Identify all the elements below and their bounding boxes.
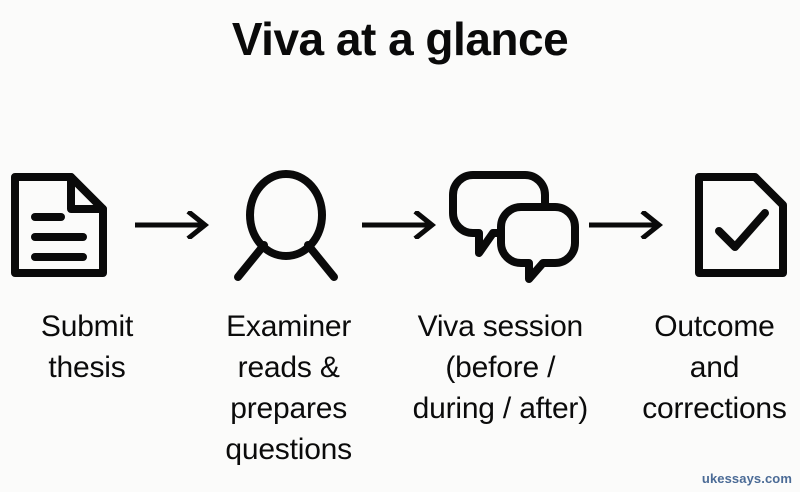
arrow-connector-3 bbox=[584, 205, 670, 245]
arrow-connector-1 bbox=[130, 205, 216, 245]
step-icon-outcome bbox=[682, 165, 800, 285]
magnifier-icon bbox=[230, 167, 342, 283]
step-icon-examiner-reads bbox=[227, 165, 345, 285]
step-icon-viva-session bbox=[448, 165, 579, 285]
arrow-right-icon bbox=[134, 211, 211, 239]
step-label-viva-session: Viva session (before / during / after) bbox=[412, 310, 589, 425]
page-title: Viva at a glance bbox=[231, 13, 569, 65]
document-lines-icon bbox=[9, 167, 109, 283]
step-label-outcome: Outcome and corrections bbox=[642, 310, 787, 425]
watermark: ukessays.com bbox=[701, 471, 792, 486]
process-flow bbox=[0, 160, 800, 290]
arrow-connector-2 bbox=[357, 205, 443, 245]
arrow-right-icon bbox=[361, 211, 438, 239]
step-label-submit-thesis: Submit thesis bbox=[40, 310, 134, 384]
document-check-icon bbox=[693, 167, 789, 283]
arrow-right-icon bbox=[589, 211, 665, 239]
step-label-examiner-reads: Examiner reads & prepares questions bbox=[225, 310, 352, 466]
speech-bubbles-icon bbox=[448, 167, 579, 283]
step-icon-submit-thesis bbox=[0, 165, 118, 285]
process-labels: Submit thesis Examiner reads & prepares … bbox=[0, 306, 800, 470]
